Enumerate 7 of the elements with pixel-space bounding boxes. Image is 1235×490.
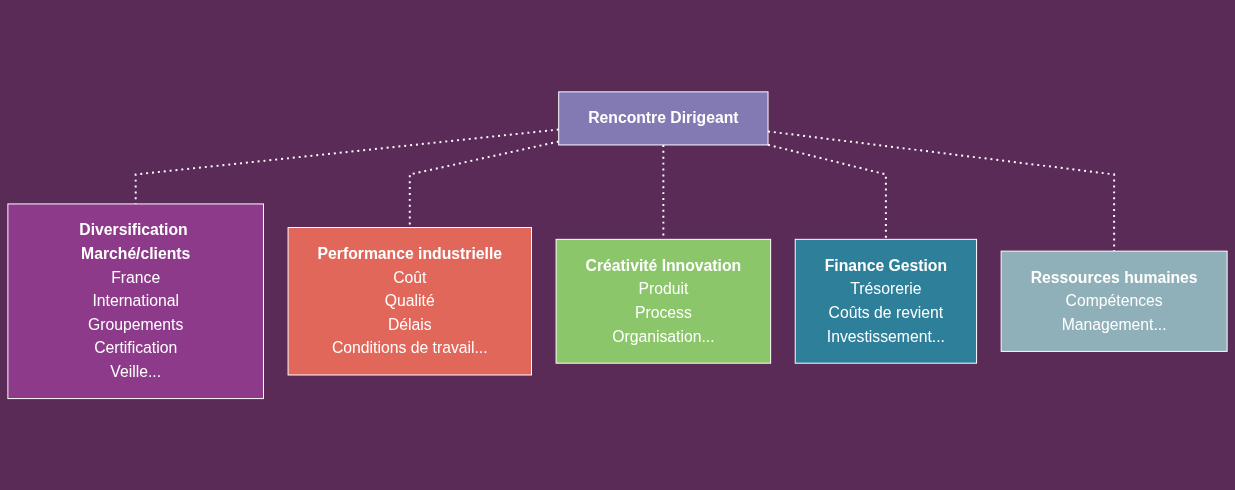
node-box: Créativité Innovation Produit Process Organisation... [555, 238, 772, 364]
node-box: Finance Gestion Trésorerie Coûts de revient Investissement... [794, 238, 978, 364]
node-box: Rencontre Dirigeant [558, 91, 769, 146]
node-box: Diversification Marché/clients France International Groupements Certification Veille... [7, 203, 264, 399]
connector [767, 143, 887, 241]
node-box: Ressources humaines Compétences Management... [1000, 250, 1228, 352]
node-box: Performance industrielle Coût Qualité Délais Conditions de travail... [287, 226, 532, 376]
